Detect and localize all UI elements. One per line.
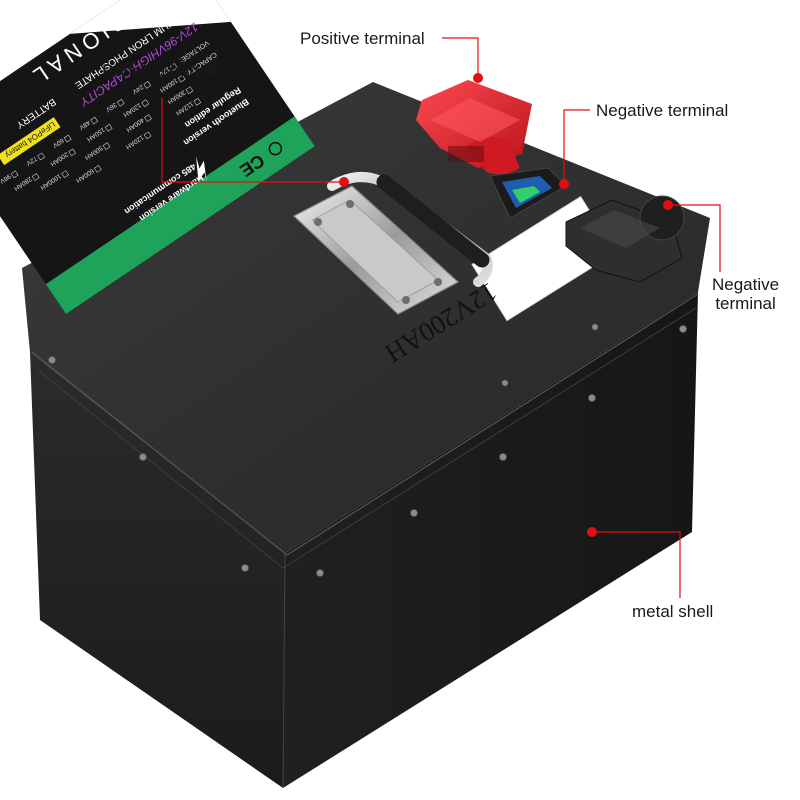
lower-seam-right bbox=[282, 307, 697, 569]
recycle-icon bbox=[268, 141, 283, 156]
capacity-option-checkbox bbox=[104, 123, 113, 132]
label-white-corner bbox=[70, 0, 231, 34]
product-label: PASSIONAL LITHIUM LRON PHOSPHATE BATTERY… bbox=[0, 0, 315, 314]
capacity-option-checkbox bbox=[102, 142, 111, 151]
lightning-icon bbox=[196, 156, 207, 183]
callout-dot-positive bbox=[473, 73, 483, 83]
callout-line-shell bbox=[594, 531, 681, 598]
capacity-option-checkbox bbox=[144, 114, 152, 123]
callout-lines bbox=[161, 37, 721, 598]
callout-dots bbox=[339, 73, 673, 537]
capacity-option-checkbox bbox=[193, 97, 202, 106]
callout-label-metal-shell: metal shell bbox=[632, 602, 714, 621]
capacity-option-checkbox bbox=[68, 148, 77, 157]
voltage-option-checkbox bbox=[169, 63, 178, 71]
callout-dot-handle bbox=[339, 177, 349, 187]
callout-dot-negative-right bbox=[663, 200, 673, 210]
callout-label-negative-terminal-top: Negative terminal bbox=[596, 101, 729, 120]
bms-display bbox=[489, 167, 567, 219]
handle-grip bbox=[376, 174, 490, 268]
positive-terminal bbox=[416, 80, 532, 175]
portable-handle bbox=[292, 172, 493, 315]
voltage-option-checkbox bbox=[10, 170, 19, 179]
lid-seam-front bbox=[31, 351, 288, 556]
callout-line-negative-right bbox=[670, 204, 721, 272]
voltage-option-checkbox bbox=[90, 116, 99, 125]
capacity-option-checkbox bbox=[185, 86, 194, 95]
shell-screws bbox=[48, 323, 687, 577]
voltage-option-checkbox bbox=[63, 134, 72, 143]
capacity-option-checkbox bbox=[93, 165, 102, 173]
voltage-option-checkbox bbox=[116, 98, 125, 107]
callout-label-positive-terminal: Positive terminal bbox=[300, 29, 425, 48]
callout-line-negative-top bbox=[563, 109, 590, 184]
lower-seam-front bbox=[37, 369, 284, 569]
capacity-option-checkbox bbox=[177, 74, 186, 83]
battery-front-face bbox=[30, 352, 285, 788]
callout-dot-shell bbox=[587, 527, 597, 537]
negative-terminal bbox=[565, 195, 685, 283]
capacity-option-checkbox bbox=[143, 131, 152, 140]
callout-line-positive bbox=[442, 37, 479, 76]
vertical-edge bbox=[282, 552, 286, 789]
voltage-option: 96V bbox=[0, 172, 12, 185]
callout-label-negative-terminal-right: Negative terminal bbox=[712, 275, 780, 313]
voltage-option-checkbox bbox=[143, 80, 152, 89]
capacity-option-checkbox bbox=[31, 173, 40, 181]
callout-dot-negative-top bbox=[559, 179, 569, 189]
callout-label-portable-handle: Portable handle bbox=[102, 61, 222, 80]
callout-line-handle bbox=[161, 98, 342, 183]
label-black-panel bbox=[0, 0, 315, 314]
battery-right-face bbox=[283, 292, 698, 788]
voltage-option-checkbox bbox=[37, 152, 46, 161]
chem-badge-bg bbox=[0, 117, 61, 166]
lid-seam-right bbox=[286, 293, 699, 556]
capacity-option-checkbox bbox=[61, 170, 69, 178]
capacity-option-checkbox bbox=[141, 99, 150, 108]
label-green-strip bbox=[45, 116, 315, 314]
